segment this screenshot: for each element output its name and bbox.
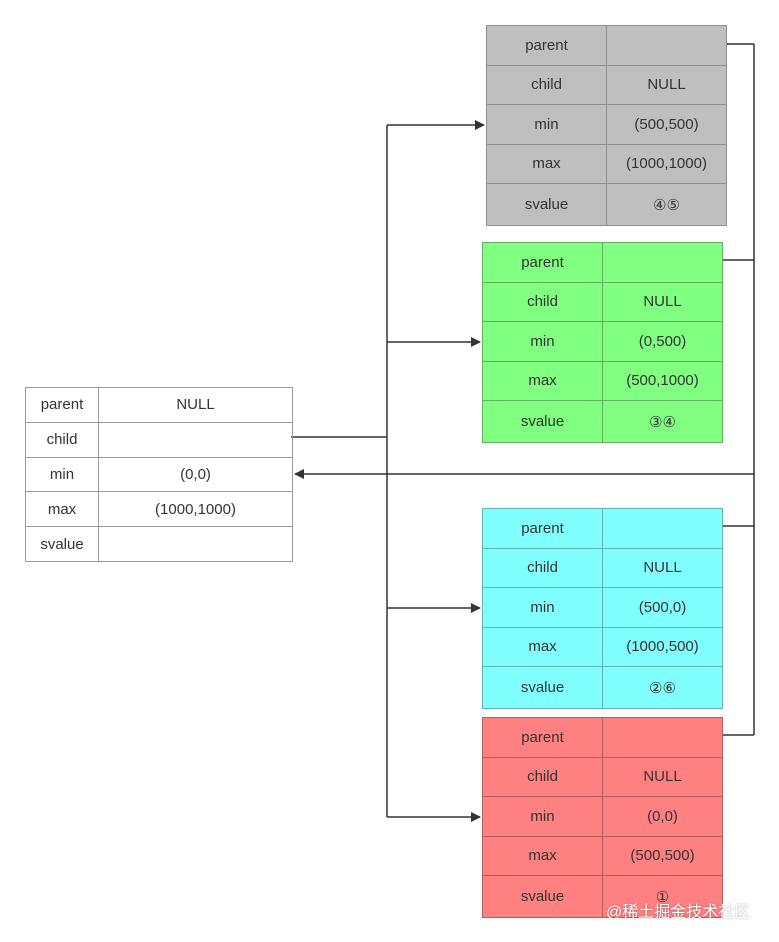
node-row-child: child NULL [482,281,723,323]
node-key: min [486,104,607,145]
node-value: (500,500) [602,835,723,877]
node-key: parent [482,717,603,758]
root-row-max: max (1000,1000) [25,491,293,528]
node-key: child [482,756,603,798]
child-node-cyan: parent child NULL min (500,0) max (1000,… [482,508,723,709]
root-value-svalue [98,526,293,562]
node-key: min [482,321,603,362]
node-row-parent: parent [482,508,723,549]
root-row-min: min (0,0) [25,456,293,493]
node-row-child: child NULL [482,756,723,798]
node-value: (0,0) [602,796,723,837]
node-value [602,717,723,758]
node-key: parent [486,25,607,66]
root-key-svalue: svalue [25,526,99,562]
node-value: ④⑤ [606,183,727,226]
node-row-child: child NULL [482,547,723,589]
node-key: child [482,281,603,323]
node-value: NULL [602,547,723,589]
node-key: max [482,835,603,877]
node-value: ③④ [602,400,723,443]
root-value-max: (1000,1000) [98,491,293,528]
node-row-parent: parent [482,717,723,758]
root-value-child [98,421,293,458]
root-row-svalue: svalue [25,526,293,562]
node-value: (0,500) [602,321,723,362]
node-key: parent [482,242,603,283]
node-value [602,242,723,283]
node-row-max: max (1000,500) [482,626,723,668]
watermark: @稀土掘金技术社区 [606,904,751,921]
node-row-min: min (500,0) [482,587,723,628]
root-key-parent: parent [25,387,99,423]
child-node-red: parent child NULL min (0,0) max (500,500… [482,717,723,918]
node-value: ① [602,875,723,918]
node-row-parent: parent [486,25,727,66]
root-key-min: min [25,456,99,493]
node-value: (500,500) [606,104,727,145]
node-value: NULL [602,756,723,798]
root-key-child: child [25,421,99,458]
root-key-max: max [25,491,99,528]
node-row-min: min (500,500) [486,104,727,145]
node-key: svalue [482,666,603,709]
root-value-min: (0,0) [98,456,293,493]
node-value: ②⑥ [602,666,723,709]
node-row-min: min (0,0) [482,796,723,837]
node-row-parent: parent [482,242,723,283]
node-key: min [482,796,603,837]
node-row-svalue: svalue ④⑤ [486,183,727,226]
child-node-gray: parent child NULL min (500,500) max (100… [486,25,727,226]
node-row-max: max (500,500) [482,835,723,877]
node-row-svalue: svalue ① [482,875,723,918]
node-value: (1000,1000) [606,143,727,185]
node-value [602,508,723,549]
node-key: parent [482,508,603,549]
node-key: max [482,626,603,668]
node-row-min: min (0,500) [482,321,723,362]
node-key: max [482,360,603,402]
node-value: (500,0) [602,587,723,628]
node-row-child: child NULL [486,64,727,106]
node-value: (500,1000) [602,360,723,402]
node-key: svalue [486,183,607,226]
node-key: svalue [482,875,603,918]
node-key: child [486,64,607,106]
node-row-svalue: svalue ③④ [482,400,723,443]
child-node-green: parent child NULL min (0,500) max (500,1… [482,242,723,443]
node-row-max: max (500,1000) [482,360,723,402]
node-key: min [482,587,603,628]
root-node-table: parent NULL child min (0,0) max (1000,10… [25,387,293,562]
node-value [606,25,727,66]
node-key: max [486,143,607,185]
root-row-child: child [25,421,293,458]
node-key: svalue [482,400,603,443]
node-key: child [482,547,603,589]
node-value: NULL [602,281,723,323]
node-value: NULL [606,64,727,106]
root-value-parent: NULL [98,387,293,423]
root-row-parent: parent NULL [25,387,293,423]
node-row-svalue: svalue ②⑥ [482,666,723,709]
node-row-max: max (1000,1000) [486,143,727,185]
node-value: (1000,500) [602,626,723,668]
